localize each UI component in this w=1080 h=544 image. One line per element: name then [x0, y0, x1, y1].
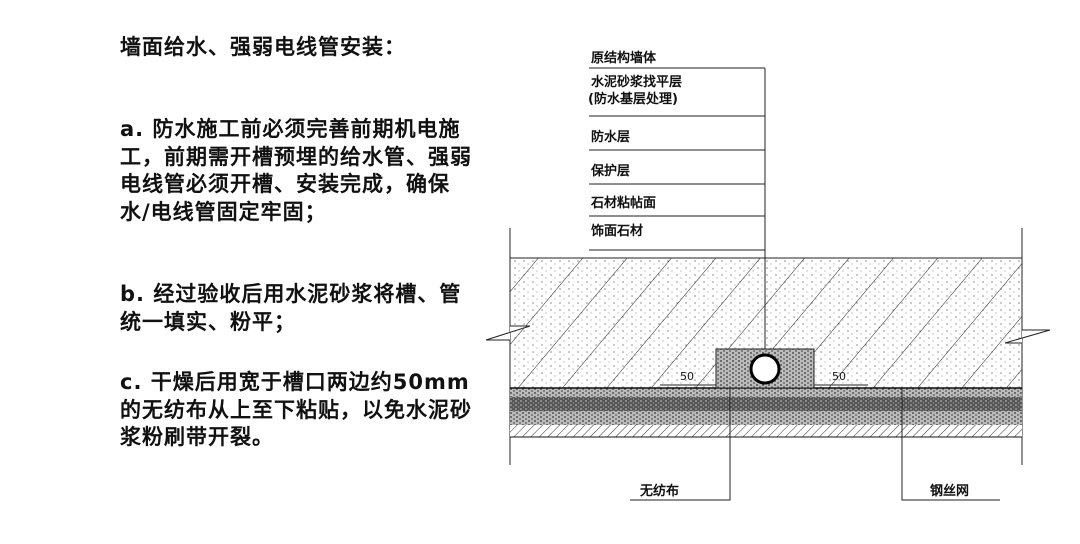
section-title: 墙面给水、强弱电线管安装：	[120, 35, 406, 59]
step-a: a. 防水施工前必须完善前期机电施工，前期需开槽预埋的给水管、强弱电线管必须开槽…	[120, 117, 472, 224]
layer-label: 防水层	[591, 129, 630, 145]
dim-left: 50	[680, 370, 694, 383]
callout-nonwoven: 无纺布	[639, 483, 679, 499]
finish-layers	[510, 387, 1022, 438]
callouts: 无纺布 钢丝网	[630, 388, 1000, 501]
callout-wire-mesh: 钢丝网	[930, 483, 969, 499]
layer-label: 饰面石材	[591, 223, 643, 239]
layer-label: 保护层	[590, 163, 630, 179]
layer-labels: 原结构墙体 水泥砂浆找平层 (防水基层处理) 防水层 保护层 石材粘帖面 饰面石…	[588, 50, 766, 428]
step-b: b. 经过验收后用水泥砂浆将槽、管统一填实、粉平；	[120, 282, 462, 334]
dim-right: 50	[832, 370, 846, 383]
layer-label: 水泥砂浆找平层	[591, 74, 682, 90]
pipe-icon	[749, 353, 781, 385]
step-c: c. 干燥后用宽于槽口两边约50mm的无纺布从上至下粘贴，以免水泥砂浆粉刷带开裂…	[120, 370, 472, 449]
layer-label: (防水基层处理)	[588, 91, 678, 107]
pipe-groove: 50 50	[660, 348, 868, 389]
layer-label: 原结构墙体	[591, 50, 657, 66]
layer-label: 石材粘帖面	[590, 195, 656, 211]
